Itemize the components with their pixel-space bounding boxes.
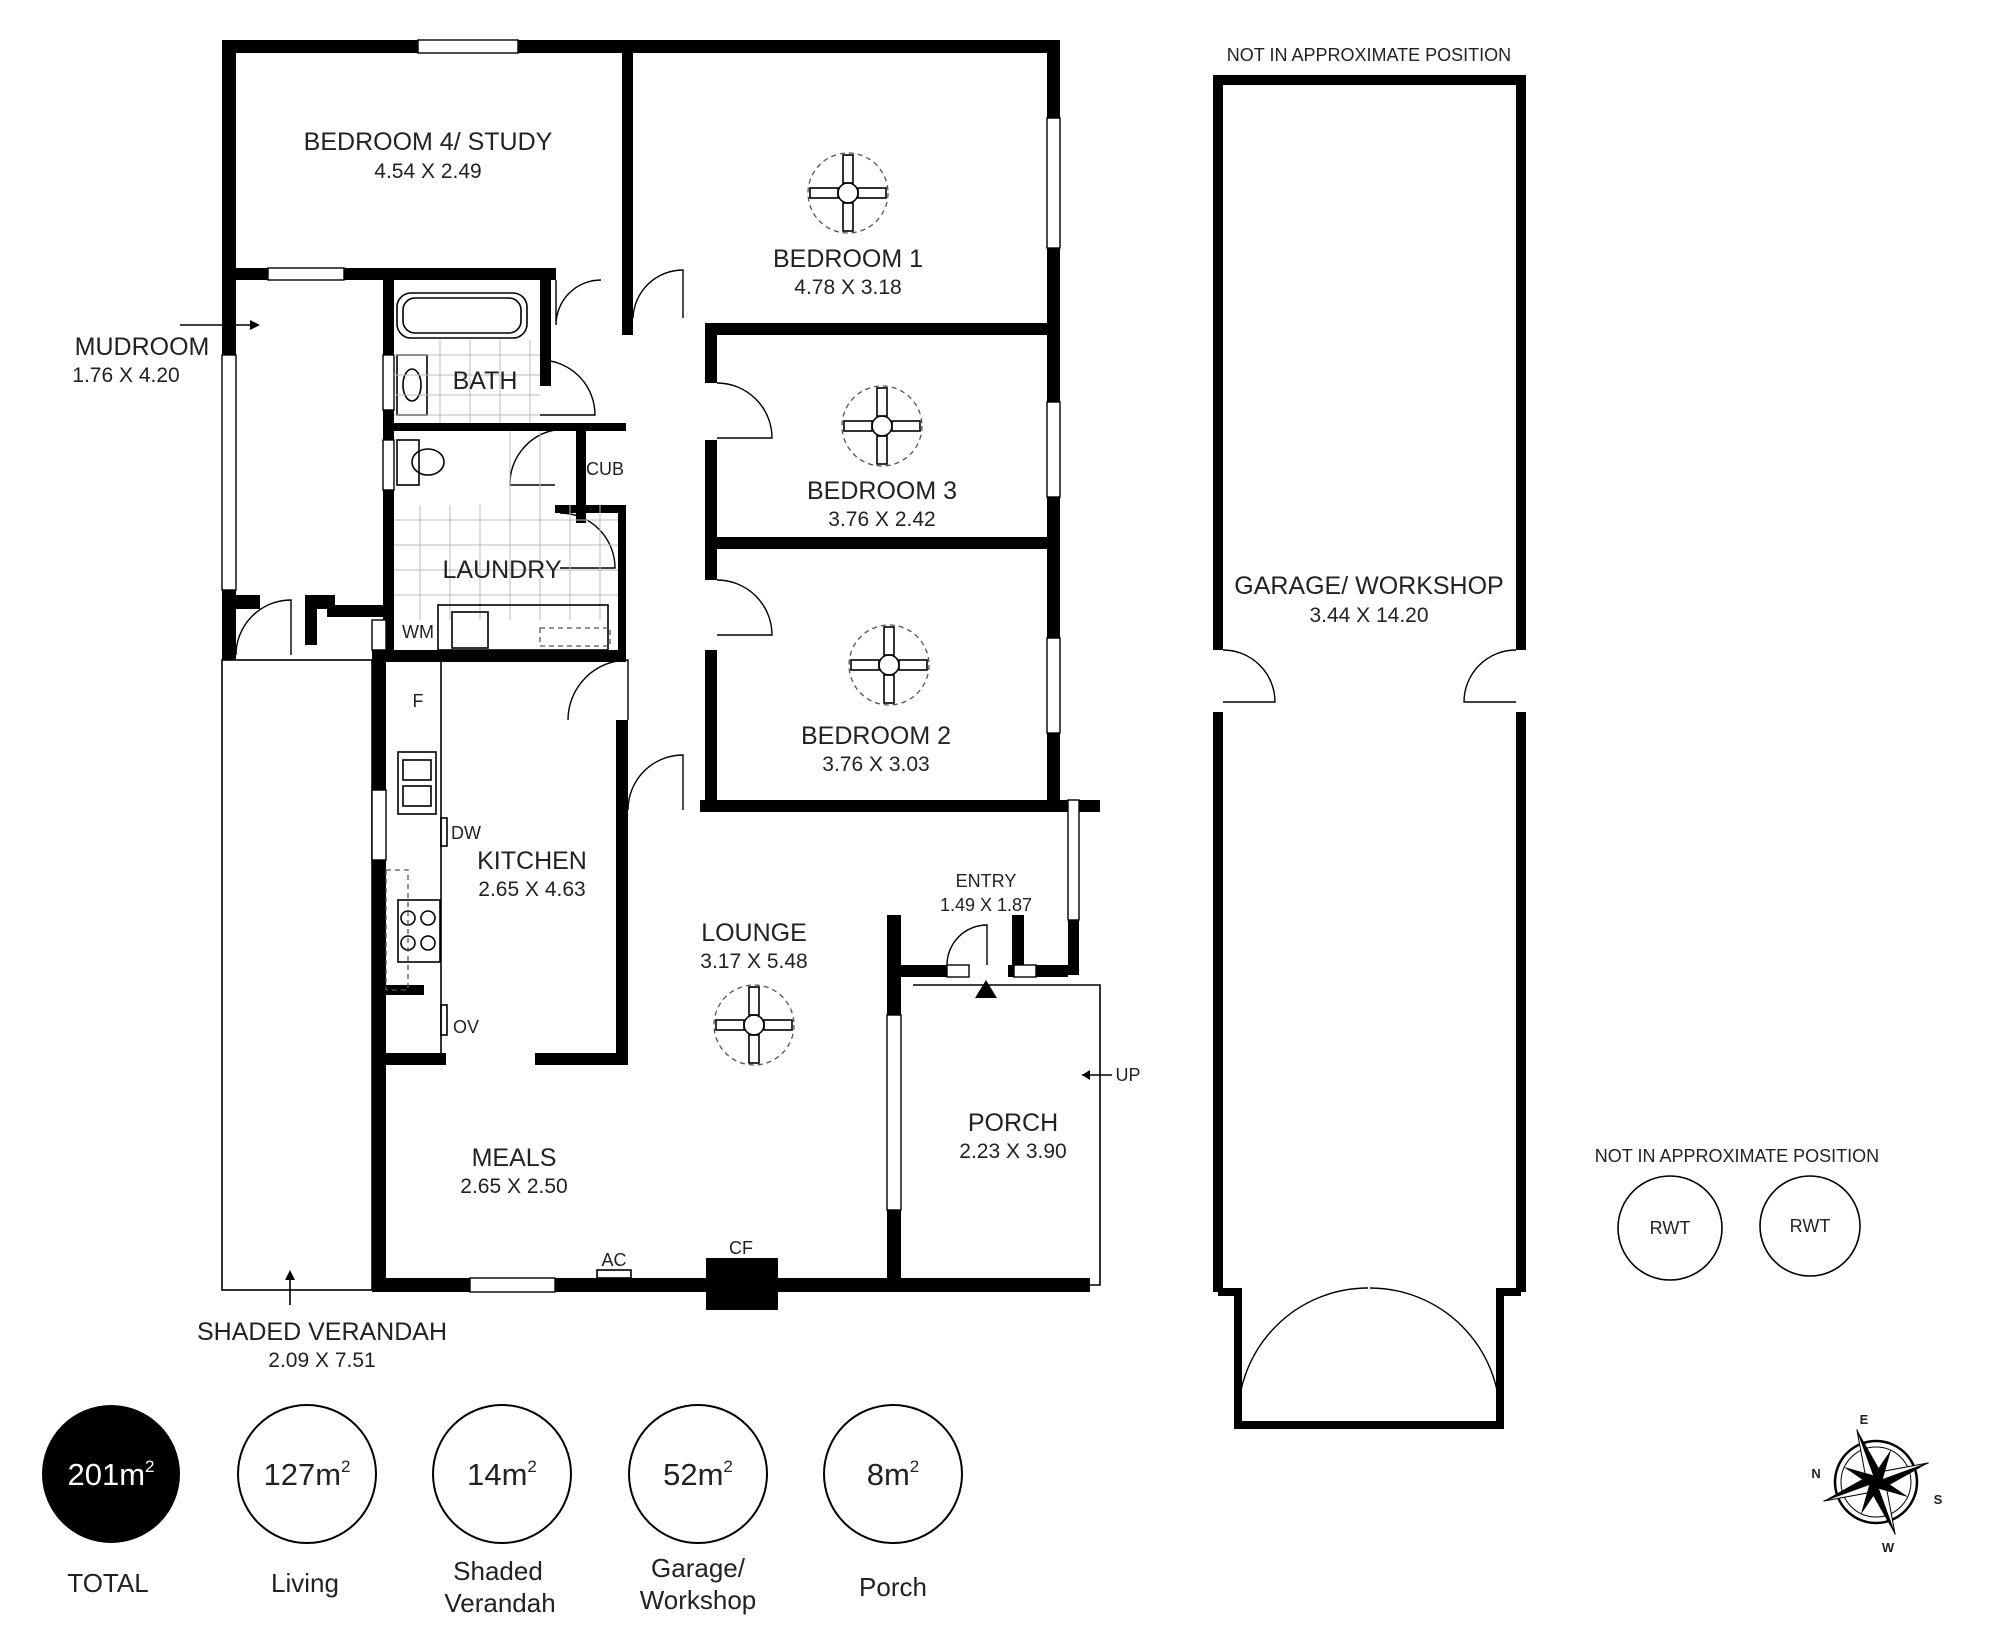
entry-arrow-icon: [975, 980, 997, 998]
door-swings: [235, 269, 988, 966]
bedroom3-dim: 3.76 X 2.42: [828, 508, 935, 531]
svg-text:14m2: 14m2: [467, 1457, 537, 1492]
area-legend: 201m2 TOTAL 127m2 Living 14m2 Shaded Ver…: [42, 1404, 963, 1618]
legend-total-caption: TOTAL: [67, 1568, 148, 1598]
oven-label: OV: [453, 1017, 479, 1037]
mudroom-arrow-icon: [250, 320, 260, 330]
windows: [221, 39, 1080, 1293]
meals-dim: 2.65 X 2.50: [460, 1175, 567, 1198]
legend-garage: 52m2 Garage/ Workshop: [628, 1404, 768, 1615]
svg-text:201m2: 201m2: [67, 1457, 154, 1492]
verandah-arrow-icon: [285, 1270, 295, 1280]
cf-label: CF: [729, 1238, 753, 1258]
kitchen-name: KITCHEN: [477, 847, 587, 875]
mudroom-name: MUDROOM: [75, 333, 210, 361]
lounge-dim: 3.17 X 5.48: [700, 950, 807, 973]
bedroom4-name: BEDROOM 4/ STUDY: [304, 128, 553, 156]
compass-e: E: [1860, 1412, 1869, 1427]
ceiling-fan-icon: [848, 624, 930, 706]
garage-name: GARAGE/ WORKSHOP: [1234, 572, 1503, 600]
legend-total: 201m2 TOTAL: [42, 1405, 180, 1598]
garage-position-note: NOT IN APPROXIMATE POSITION: [1227, 45, 1511, 65]
legend-living-caption: Living: [271, 1568, 339, 1598]
rwt-label-1: RWT: [1650, 1218, 1691, 1238]
cub-name: CUB: [586, 459, 624, 479]
ac-label: AC: [601, 1250, 626, 1270]
garage-walls: [1213, 75, 1526, 1429]
legend-verandah-caption1: Shaded: [453, 1556, 543, 1586]
laundry-name: LAUNDRY: [442, 556, 561, 584]
rwt-position-note: NOT IN APPROXIMATE POSITION: [1595, 1146, 1879, 1166]
rwt-tank-2: [1759, 1175, 1861, 1277]
entry-dim: 1.49 X 1.87: [940, 895, 1032, 915]
legend-garage-value: 52m: [663, 1457, 723, 1492]
up-arrow-icon: [1082, 1070, 1090, 1080]
legend-porch: 8m2 Porch: [823, 1404, 963, 1602]
bath-name: BATH: [453, 367, 518, 395]
fridge-label: F: [413, 691, 424, 711]
compass-rose-icon: N E S W: [1811, 1412, 1943, 1555]
porch-name: PORCH: [968, 1109, 1058, 1137]
bathroom-fittings: [394, 292, 618, 651]
entry-name: ENTRY: [956, 871, 1017, 891]
dishwasher-label: DW: [451, 823, 481, 843]
svg-text:8m2: 8m2: [867, 1457, 920, 1492]
ceiling-fan-icon: [713, 984, 795, 1066]
rwt-label-2: RWT: [1790, 1216, 1831, 1236]
legend-living: 127m2 Living: [237, 1404, 377, 1598]
svg-text:52m2: 52m2: [663, 1457, 733, 1492]
svg-text:127m2: 127m2: [263, 1457, 350, 1492]
kitchen-dim: 2.65 X 4.63: [478, 878, 585, 901]
markers: [180, 320, 1112, 1305]
legend-porch-value: 8m: [867, 1457, 910, 1492]
mudroom-dim: 1.76 X 4.20: [72, 364, 179, 387]
room-labels: BEDROOM 4/ STUDY 4.54 X 2.49 BEDROOM 1 4…: [72, 128, 1503, 1372]
bedroom1-dim: 4.78 X 3.18: [794, 276, 901, 299]
lounge-name: LOUNGE: [701, 919, 807, 947]
legend-living-value: 127m: [263, 1457, 341, 1492]
bedroom4-dim: 4.54 X 2.49: [374, 160, 481, 183]
rwt-tank-1: [1617, 1175, 1723, 1281]
wm-label: WM: [402, 622, 434, 642]
legend-verandah-value: 14m: [467, 1457, 527, 1492]
ceiling-fan-icon: [841, 385, 923, 467]
legend-garage-caption1: Garage/: [651, 1553, 746, 1583]
fixture-labels: F DW OV AC CF UP: [413, 691, 1141, 1270]
legend-total-value: 201m: [67, 1457, 145, 1492]
bedroom2-name: BEDROOM 2: [801, 722, 951, 750]
bedroom3-name: BEDROOM 3: [807, 477, 957, 505]
ceiling-fans: [713, 152, 930, 1066]
verandah-name: SHADED VERANDAH: [197, 1318, 447, 1346]
porch-dim: 2.23 X 3.90: [959, 1140, 1066, 1163]
compass-n: N: [1811, 1466, 1820, 1481]
ceiling-fan-icon: [807, 152, 889, 234]
bedroom2-dim: 3.76 X 3.03: [822, 753, 929, 776]
legend-verandah: 14m2 Shaded Verandah: [432, 1404, 572, 1618]
bedroom1-name: BEDROOM 1: [773, 245, 923, 273]
meals-name: MEALS: [472, 1144, 557, 1172]
compass-s: S: [1934, 1492, 1943, 1507]
legend-verandah-caption2: Verandah: [444, 1588, 555, 1618]
up-label: UP: [1115, 1065, 1140, 1085]
legend-porch-caption: Porch: [859, 1572, 927, 1602]
notes: NOT IN APPROXIMATE POSITION NOT IN APPRO…: [1227, 45, 1879, 1238]
verandah-dim: 2.09 X 7.51: [268, 1349, 375, 1372]
compass-w: W: [1882, 1540, 1895, 1555]
kitchen-fittings: [385, 662, 448, 1053]
thin-lines: [221, 659, 1101, 1291]
legend-garage-caption2: Workshop: [640, 1585, 757, 1615]
garage-dim: 3.44 X 14.20: [1309, 604, 1428, 627]
